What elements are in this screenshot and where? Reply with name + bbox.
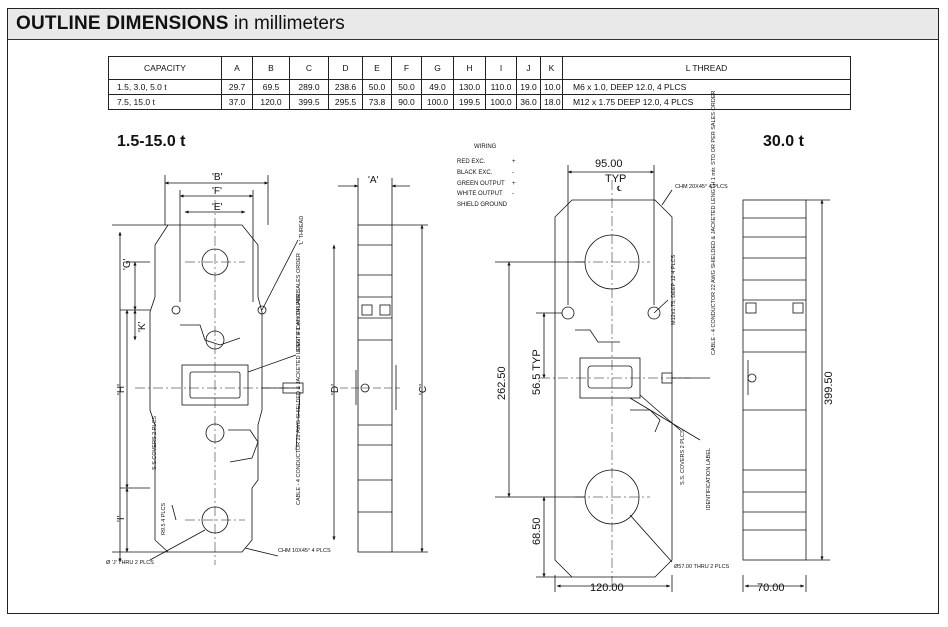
chm-note: CHM 20X45° 4 PLCS	[675, 184, 728, 190]
identification-label-note: IDENTIFICATION LABEL	[706, 448, 712, 510]
dim-b-label: 'B'	[212, 172, 223, 183]
dim-685-label: 68.50	[531, 517, 543, 545]
dim-262-label: 262.50	[496, 366, 508, 400]
dim-95-label: 95.00	[595, 158, 623, 170]
dim-3995-label: 399.50	[823, 371, 835, 405]
col-header: L THREAD	[562, 56, 851, 80]
thru-note: Ø57.00 THRU 2 PLCS	[674, 564, 730, 570]
col-header: C	[289, 56, 329, 80]
dim-70-label: 70.00	[757, 582, 785, 594]
wiring-item-sign: -	[512, 170, 514, 176]
table-cell: 100.0	[485, 94, 517, 110]
table-cell: M12 x 1.75 DEEP 12.0, 4 PLCS	[562, 94, 851, 110]
dim-k-label: 'K'	[137, 321, 148, 332]
page-title: OUTLINE DIMENSIONS in millimeters	[16, 13, 345, 35]
title-bold: OUTLINE DIMENSIONS	[16, 13, 229, 34]
identification-label-note: IDENTIFICATION LABEL	[296, 290, 302, 352]
thru-note: Ø 'J' THRU 2 PLCS	[106, 560, 154, 566]
cable-note: CABLE - 4 CONDUCTOR 22 AWG SHIELDED & JA…	[711, 91, 717, 355]
wiring-item-label: WHITE OUTPUT	[457, 191, 503, 197]
wiring-item-sign: -	[512, 191, 514, 197]
col-header: G	[421, 56, 454, 80]
m12-note: M12x1.75, DEEP 12 4 PLCS	[671, 254, 677, 325]
table-cell: 18.0	[540, 94, 563, 110]
dim-e-label: 'E'	[212, 202, 223, 213]
table-cell: 90.0	[391, 94, 422, 110]
left-capacity-label: 1.5-15.0 t	[117, 133, 186, 150]
wiring-item-label: GREEN OUTPUT	[457, 181, 505, 187]
table-cell: 7.5, 15.0 t	[108, 94, 222, 110]
l-thread-note: 'L' THREAD	[299, 216, 305, 245]
col-header: B	[252, 56, 290, 80]
table-header-row: CAPACITY A B C D E F G H I J K L THREAD	[108, 56, 851, 80]
dimensions-table: CAPACITY A B C D E F G H I J K L THREAD …	[108, 56, 851, 110]
col-header: E	[362, 56, 392, 80]
table-row: 7.5, 15.0 t 37.0 120.0 399.5 295.5 73.8 …	[108, 94, 851, 110]
centerline-icon: ℄	[617, 185, 622, 193]
right-front-view	[495, 165, 710, 592]
dim-c-label: 'C'	[418, 384, 429, 395]
wiring-title: WIRING	[474, 144, 497, 150]
wiring-item-label: BLACK EXC.	[457, 170, 493, 176]
dim-i-label: 'I'	[116, 515, 127, 522]
table-cell: 120.0	[252, 94, 290, 110]
ss-covers-note: S.S. COVERS 2 PLCS	[680, 429, 686, 485]
ss-covers-note: S.S.COVERS 2 PLCS	[152, 416, 158, 470]
table-cell: 36.0	[516, 94, 541, 110]
left-front-view	[112, 175, 304, 565]
right-capacity-label: 30.0 t	[763, 133, 804, 150]
wiring-item-label: SHIELD GROUND	[457, 202, 508, 208]
wiring-item-label: RED EXC.	[457, 159, 486, 165]
dim-d-label: 'D'	[330, 384, 341, 395]
dim-g-label: 'G'	[122, 258, 133, 270]
wiring-item-sign: +	[512, 181, 516, 187]
chm-note: CHM 10X45° 4 PLCS	[278, 548, 331, 554]
title-rest: in millimeters	[233, 13, 345, 34]
left-side-view	[332, 178, 428, 553]
dim-typ-label: TYP	[605, 173, 626, 185]
wiring-item-sign: +	[512, 159, 516, 165]
panel-header: OUTLINE DIMENSIONS in millimeters	[8, 9, 938, 40]
dim-120-label: 120.00	[590, 582, 624, 594]
cable-note: CABLE - 4 CONDUCTOR 22 AWG SHIELDED & JA…	[296, 253, 302, 505]
dim-f-label: 'F'	[212, 186, 222, 197]
dim-a-label: 'A'	[368, 175, 379, 186]
r95-note: R9.5 4 PLCS	[161, 503, 167, 535]
col-header: CAPACITY	[108, 56, 222, 80]
table-cell: 399.5	[289, 94, 329, 110]
right-side-view	[742, 199, 830, 592]
dim-565-label: 56.5 TYP	[531, 349, 543, 395]
dim-h-label: 'H'	[116, 384, 127, 395]
wiring-legend: WIRING RED EXC. + BLACK EXC. - GREEN OUT…	[457, 144, 516, 208]
